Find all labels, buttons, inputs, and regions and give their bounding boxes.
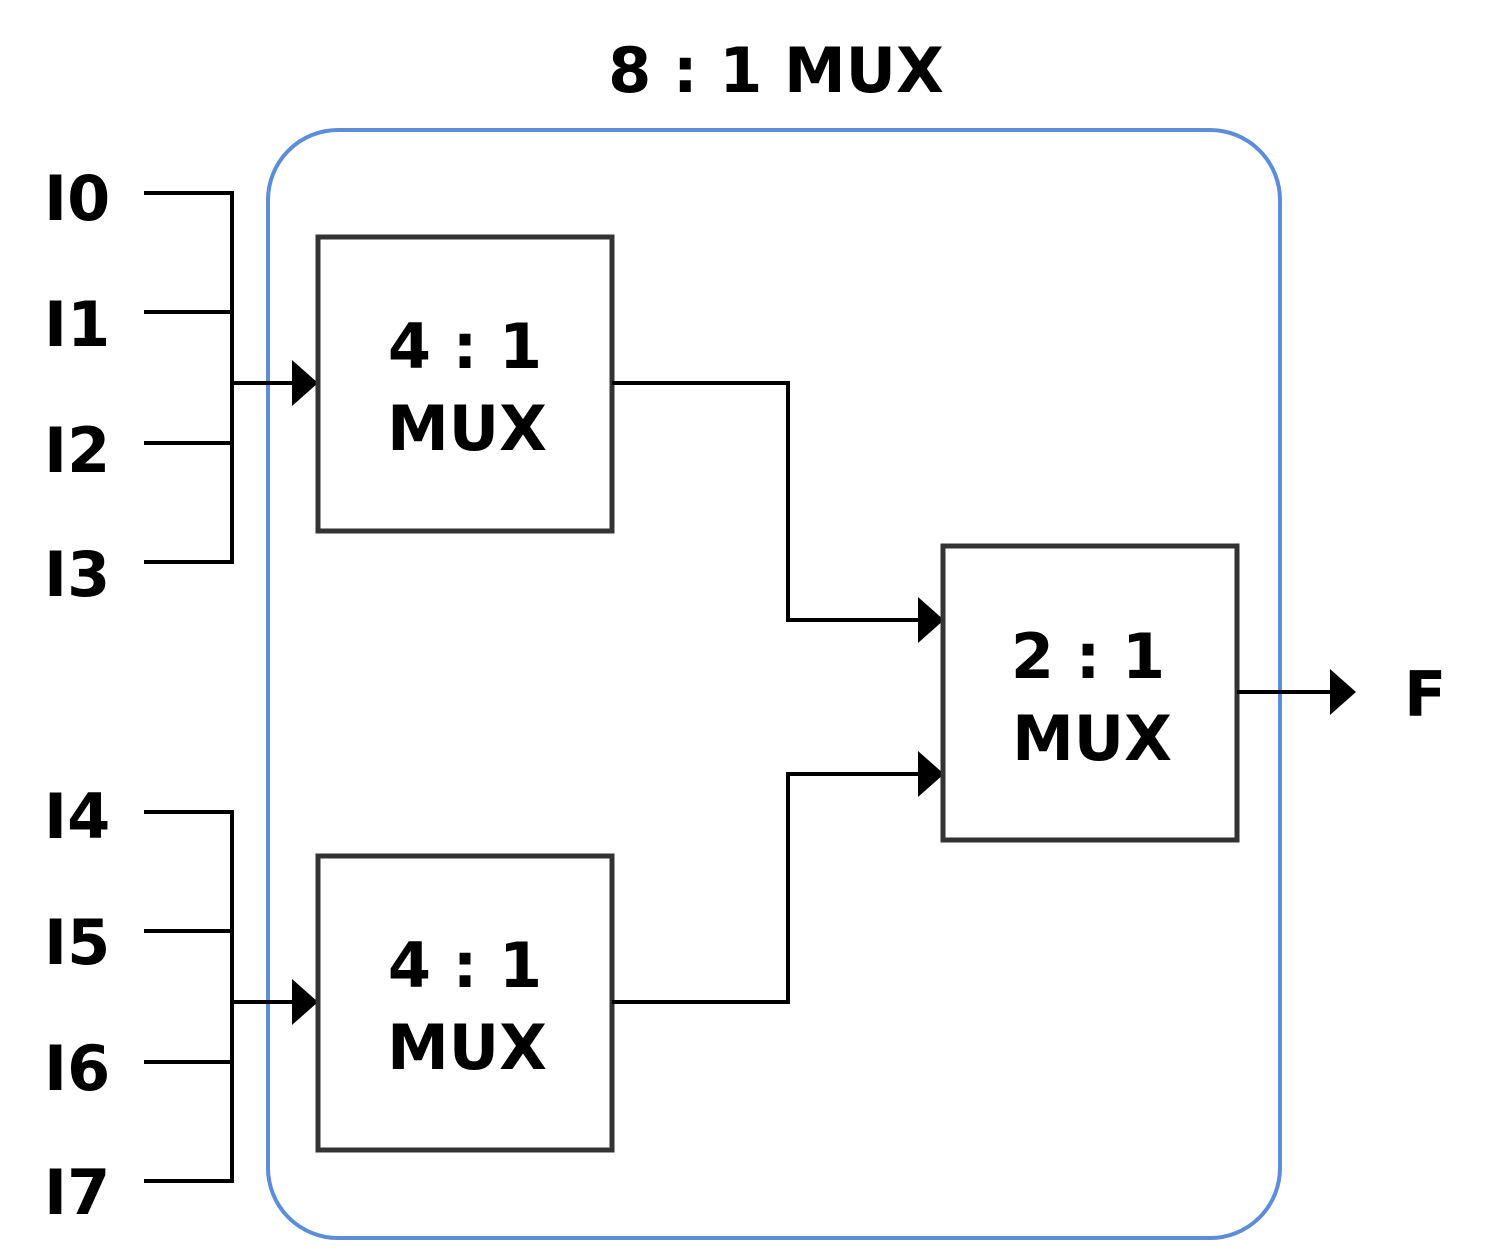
input-label-i6: I6 — [44, 1032, 110, 1105]
input-label-i2: I2 — [44, 414, 110, 487]
mux-final-ratio: 2 : 1 — [1011, 620, 1165, 693]
mux-4to1-bottom: 4 : 1 MUX — [315, 853, 615, 1153]
arrow-head-final-in-1 — [918, 597, 944, 643]
arrow-head-output — [1330, 669, 1356, 715]
mux-bottom-name: MUX — [387, 1011, 547, 1084]
input-label-i5: I5 — [44, 906, 110, 979]
mux-4to1-top: 4 : 1 MUX — [315, 234, 615, 534]
input-label-i1: I1 — [44, 288, 110, 361]
output-wire — [1237, 669, 1356, 715]
mux-final-name: MUX — [1012, 702, 1172, 775]
input-label-i7: I7 — [44, 1156, 110, 1229]
input-label-i3: I3 — [44, 538, 110, 611]
mux-2to1: 2 : 1 MUX — [940, 543, 1240, 843]
input-label-i0: I0 — [44, 162, 110, 235]
arrow-head-top-in — [292, 360, 318, 406]
input-label-i4: I4 — [44, 780, 110, 853]
input-bus-bottom — [144, 810, 318, 1183]
mux-top-box — [315, 234, 615, 534]
arrow-head-bottom-in — [292, 979, 318, 1025]
mux-top-name: MUX — [387, 392, 547, 465]
output-label: F — [1404, 658, 1446, 731]
input-bus-top — [144, 191, 318, 564]
wire-bottom-to-final — [612, 751, 944, 1004]
mux-final-box — [940, 543, 1240, 843]
arrow-head-final-in-2 — [918, 751, 944, 797]
diagram-title: 8 : 1 MUX — [608, 34, 944, 107]
container-8to1 — [266, 128, 1282, 1240]
mux-top-ratio: 4 : 1 — [388, 310, 542, 383]
mux-bottom-ratio: 4 : 1 — [388, 929, 542, 1002]
mux-bottom-box — [315, 853, 615, 1153]
wire-top-to-final — [612, 381, 944, 643]
